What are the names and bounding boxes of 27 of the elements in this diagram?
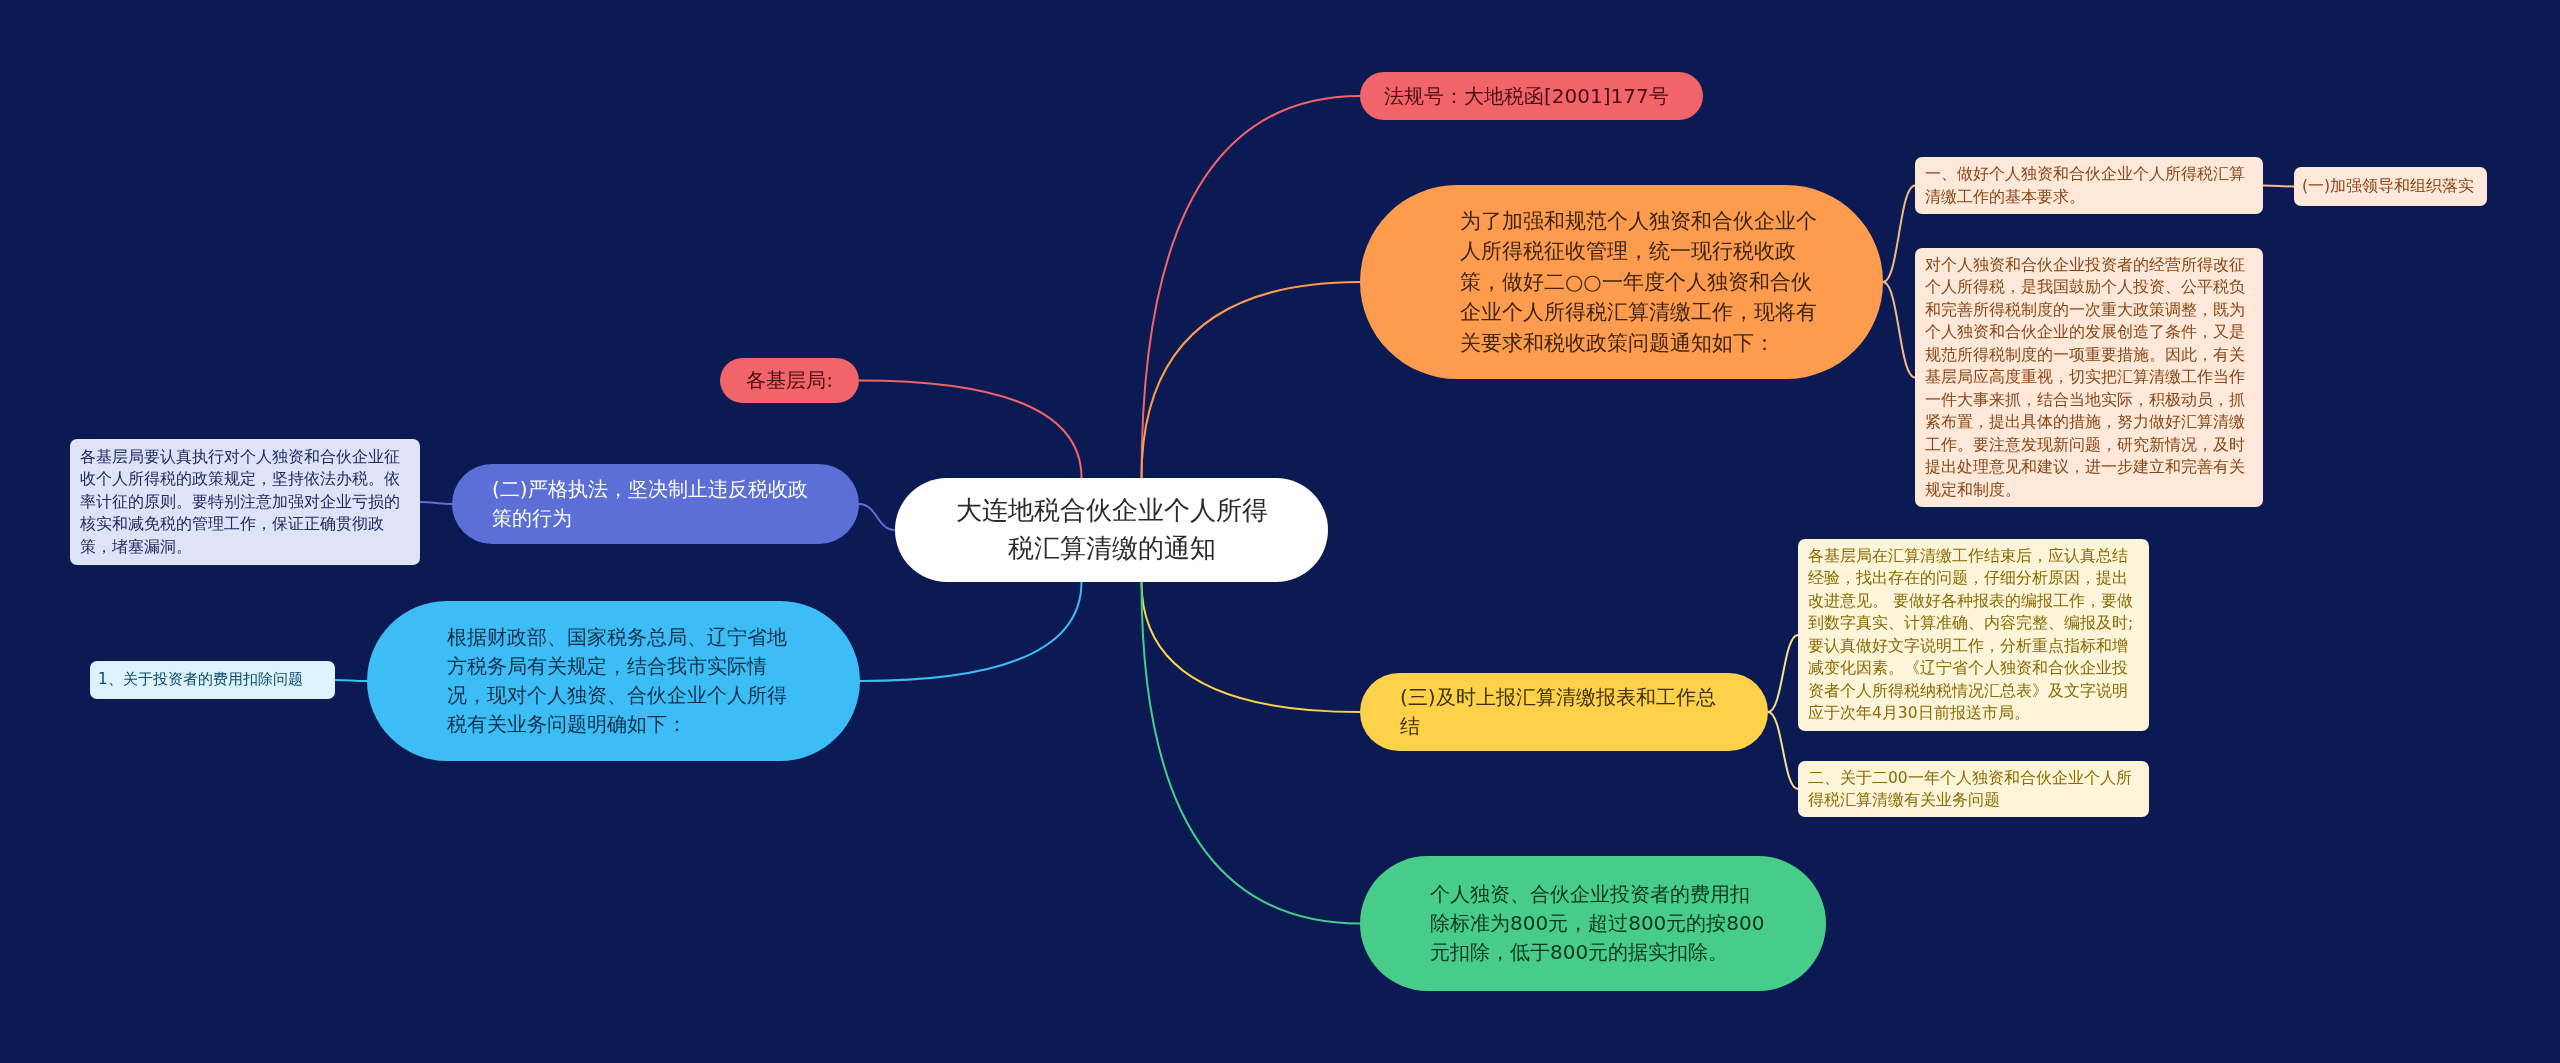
connector-line xyxy=(1767,711,1799,790)
connector-line xyxy=(858,503,896,531)
connector-line xyxy=(1882,281,1916,379)
note-box: 各基层局在汇算清缴工作结束后，应认真总结经验，找出存在的问题，仔细分析原因，提出改进意见。 要做好各种报表的编报工作，要做到数字真实、计算准确、内容完整、编报及时;要认真做好文字说明工作，分析重点指标和增减变化因素。《辽宁省个人独资和合伙企业投资者个人所得税纳税情况汇总表》及文字说明应于次年4月30日前报送市局。 xyxy=(1798,539,2149,731)
note-box: 各基层局要认真执行对个人独资和合伙企业征收个人所得税的政策规定，坚持依法办税。依率计征的原则。要特别注意加强对企业亏损的核实和减免税的管理工作，保证正确贯彻政策，堵塞漏洞。 xyxy=(70,439,420,565)
connector-line xyxy=(2262,184,2295,188)
note-box: 对个人独资和合伙企业投资者的经营所得改征个人所得税，是我国鼓励个人投资、公平税负和完善所得税制度的一次重大政策调整，既为个人独资和合伙企业的发展创造了条件，又是规范所得税制度的一项重要措施。因此，有关基层局应高度重视，切实把汇算清缴工作当作一件大事来抓，结合当地实际，积极动员，抓紧布置，提出具体的措施，努力做好汇算清缴工作。要注意发现新问题，研究新情况，及时提出处理意见和建议，进一步建立和完善有关规定和制度。 xyxy=(1915,248,2263,508)
connector-line xyxy=(419,501,453,505)
connector-line xyxy=(858,379,1083,479)
topic-box: 为了加强和规范个人独资和合伙企业个人所得税征收管理，统一现行税收政策，做好二○○一年度个人独资和合伙企业个人所得税汇算清缴工作，现将有关要求和税收政策问题通知如下： xyxy=(1360,185,1883,379)
note-box: 1、关于投资者的费用扣除问题 xyxy=(90,661,335,699)
topic-box: 大连地税合伙企业个人所得税汇算清缴的通知 xyxy=(895,478,1328,582)
connector-line xyxy=(334,679,368,682)
connector-line xyxy=(1767,634,1799,713)
topic-box: 各基层局: xyxy=(720,358,859,403)
note-box: (一)加强领导和组织落实 xyxy=(2294,167,2487,206)
note-box: 一、做好个人独资和合伙企业个人所得税汇算清缴工作的基本要求。 xyxy=(1915,157,2263,214)
topic-box: 法规号：大地税函[2001]177号 xyxy=(1360,72,1703,120)
note-box: 二、关于二00一年个人独资和合伙企业个人所得税汇算清缴有关业务问题 xyxy=(1798,761,2149,817)
topic-box: 根据财政部、国家税务总局、辽宁省地方税务局有关规定，结合我市实际情况，现对个人独资、合伙企业个人所得税有关业务问题明确如下： xyxy=(367,601,860,761)
connector-line xyxy=(859,581,1083,682)
connector-line xyxy=(1140,281,1361,479)
connector-line xyxy=(1140,581,1361,925)
topic-box: 个人独资、合伙企业投资者的费用扣除标准为800元，超过800元的按800元扣除，低于800元的据实扣除。 xyxy=(1360,856,1826,991)
connector-line xyxy=(1882,184,1916,283)
topic-box: (三)及时上报汇算清缴报表和工作总结 xyxy=(1360,673,1768,751)
topic-box: (二)严格执法，坚决制止违反税收政策的行为 xyxy=(452,464,859,544)
